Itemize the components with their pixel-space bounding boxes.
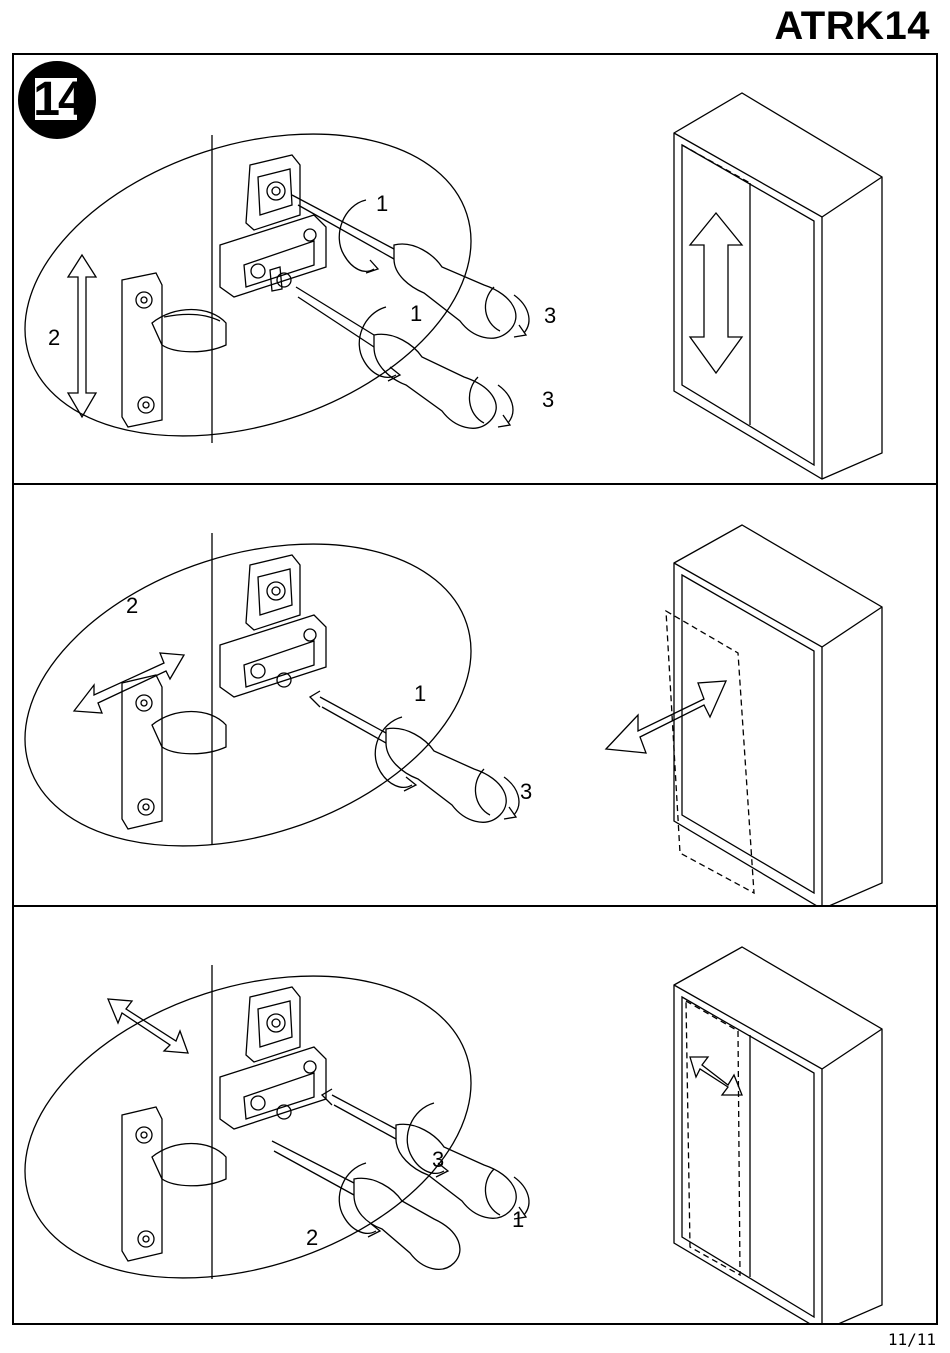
hinge-depth-illustration [14, 907, 936, 1325]
model-code: ATRK14 [774, 4, 930, 49]
callout-label: 1 [376, 193, 388, 215]
callout-label: 2 [48, 327, 60, 349]
hinge-lateral-illustration [14, 485, 936, 905]
step-number: 14 [33, 72, 83, 128]
step-number-badge: 14 [18, 61, 96, 139]
panel-depth-adjust: 3 2 1 [14, 907, 936, 1325]
callout-label: 1 [410, 303, 422, 325]
callout-label: 3 [432, 1149, 444, 1171]
instruction-frame: 14 1 1 2 3 3 [12, 53, 938, 1325]
hinge-vertical-illustration [14, 55, 936, 483]
callout-label: 2 [126, 595, 138, 617]
page-number: 11/11 [888, 1330, 936, 1349]
panel-lateral-adjust: 2 1 3 [14, 485, 936, 905]
callout-label: 1 [512, 1209, 524, 1231]
callout-label: 1 [414, 683, 426, 705]
callout-label: 2 [306, 1227, 318, 1249]
callout-label: 3 [544, 305, 556, 327]
callout-label: 3 [520, 781, 532, 803]
panel-vertical-adjust: 14 1 1 2 3 3 [14, 55, 936, 483]
callout-label: 3 [542, 389, 554, 411]
